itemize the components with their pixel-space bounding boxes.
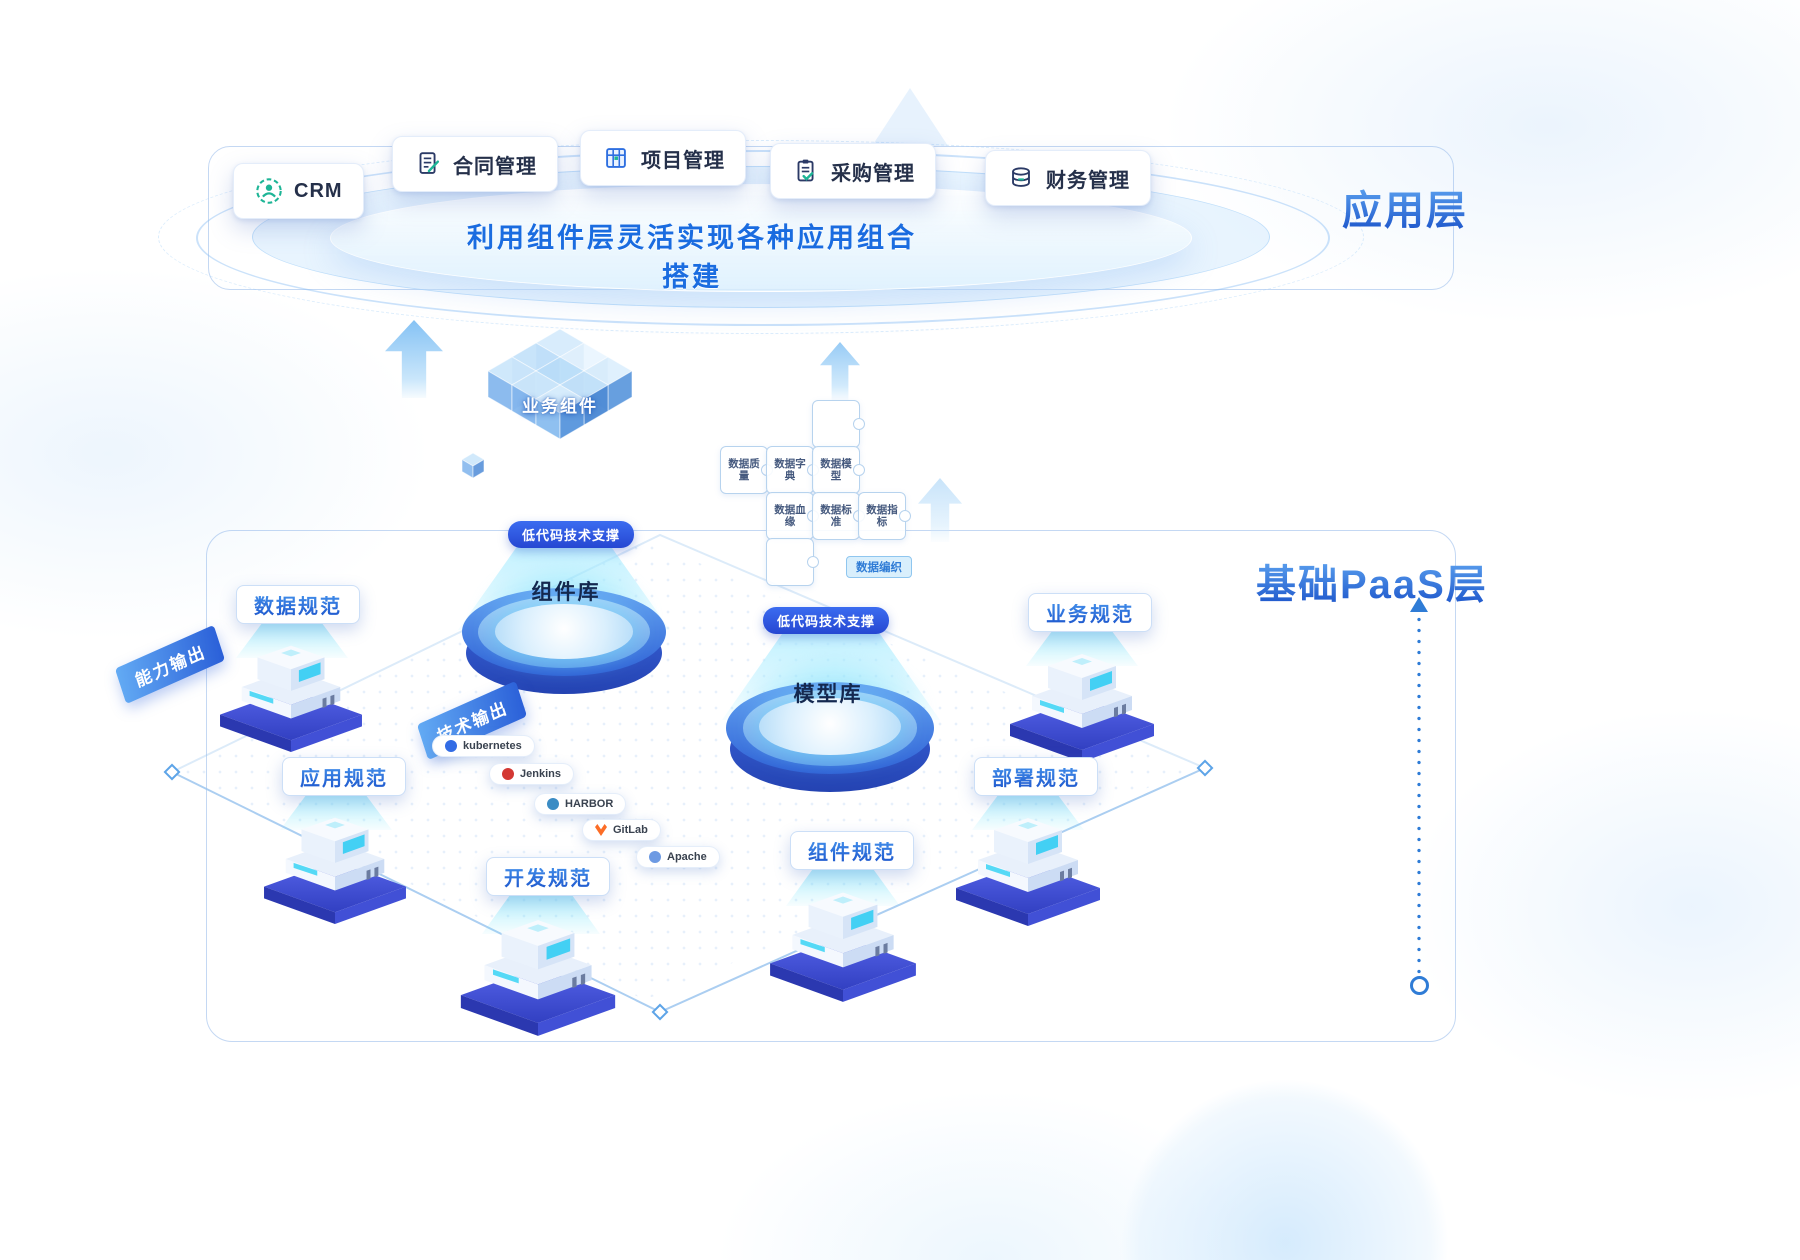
app-layer-title: 应用层 — [1342, 178, 1468, 236]
model-library-podium — [726, 682, 934, 793]
guide-endpoint-icon — [1410, 976, 1429, 995]
puzzle-tile: 数据质量 — [720, 446, 773, 494]
up-arrow-small-icon — [820, 342, 860, 400]
station-label-app-spec: 应用规范 — [282, 757, 406, 796]
app-card-label: 采购管理 — [831, 162, 915, 185]
app-card-label: 合同管理 — [453, 155, 537, 178]
app-card-project: 项目管理 — [580, 130, 746, 186]
lowcode-pill-left: 低代码技术支撑 — [508, 521, 635, 548]
platform-ring-outer — [196, 150, 1330, 326]
app-card-contract: 合同管理 — [392, 136, 558, 192]
tagline: 利用组件层灵活实现各种应用组合搭建 — [467, 223, 917, 292]
decor-triangle-icon — [872, 88, 948, 146]
server-machine — [212, 616, 370, 754]
harbor-icon — [547, 798, 559, 810]
decor-circle — [1120, 1078, 1450, 1260]
app-card-crm: CRM — [233, 163, 364, 219]
app-card-procurement: 采购管理 — [770, 143, 936, 199]
server-machine — [1002, 624, 1162, 764]
project-icon — [606, 148, 626, 168]
tech-pill-harbor: HARBOR — [534, 793, 627, 815]
business-components-label: 业务组件 — [522, 397, 598, 416]
server-machine — [762, 862, 924, 1004]
tech-pill-apache: Apache — [636, 846, 720, 868]
lowcode-pill-right: 低代码技术支撑 — [763, 607, 890, 634]
station-label-data-spec: 数据规范 — [236, 585, 360, 624]
component-library-podium — [462, 588, 666, 694]
puzzle-tile: 数据血缘 — [766, 492, 819, 540]
procurement-icon — [797, 159, 814, 182]
up-arrow-icon — [385, 320, 443, 398]
jenkins-icon — [502, 768, 514, 780]
app-card-finance: 财务管理 — [985, 150, 1151, 206]
kubernetes-icon — [445, 740, 457, 752]
gitlab-icon — [595, 824, 607, 836]
model-library-label: 模型库 — [793, 683, 863, 706]
station-label-business-spec: 业务规范 — [1028, 593, 1152, 632]
tech-pill-jenkins: Jenkins — [489, 763, 574, 785]
server-machine — [948, 788, 1108, 928]
app-card-label: CRM — [294, 179, 343, 202]
component-library-label: 组件库 — [531, 581, 601, 604]
tech-pill-kubernetes: kubernetes — [432, 735, 535, 757]
finance-icon — [1012, 167, 1030, 187]
puzzle-tile: 数据指标 — [858, 492, 911, 540]
crm-icon — [256, 178, 282, 204]
platform-ring-dashed — [158, 140, 1364, 334]
guide-arrow-icon — [1410, 597, 1428, 612]
server-machine — [256, 788, 414, 926]
apache-icon — [649, 851, 661, 863]
puzzle-tile: 数据字典 — [766, 446, 819, 494]
puzzle-tile-blank — [812, 400, 865, 448]
station-label-component-spec: 组件规范 — [790, 831, 914, 870]
station-label-dev-spec: 开发规范 — [486, 857, 610, 896]
guide-dotted-line — [1417, 614, 1421, 978]
paas-layer-title: 基础PaaS层 — [1256, 552, 1488, 610]
contract-icon — [419, 152, 440, 174]
business-components-cubes — [461, 328, 633, 479]
server-machine — [452, 888, 624, 1038]
app-card-label: 财务管理 — [1046, 169, 1130, 192]
puzzle-tile: 数据标准 — [812, 492, 865, 540]
puzzle-tile: 数据模型 — [812, 446, 865, 494]
data-fabric-label: 数据编织 — [846, 556, 912, 578]
app-card-label: 项目管理 — [641, 149, 725, 172]
puzzle-tile-blank — [766, 538, 819, 586]
tech-pill-gitlab: GitLab — [582, 819, 661, 841]
station-label-deploy-spec: 部署规范 — [974, 757, 1098, 796]
